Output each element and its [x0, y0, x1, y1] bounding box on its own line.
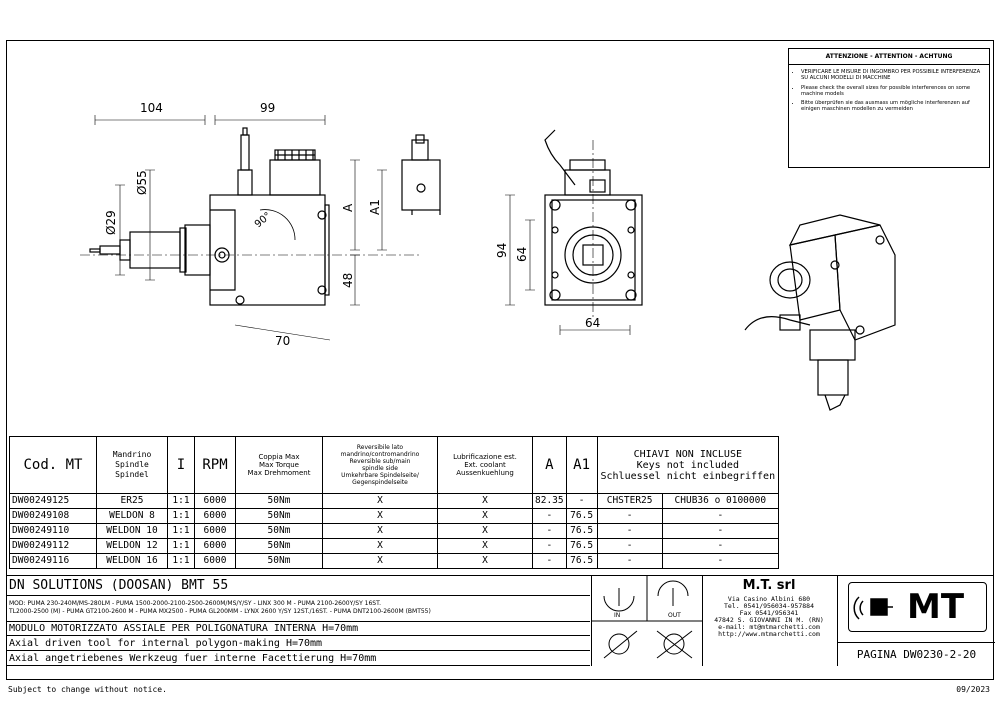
attention-note-it: VERIFICARE LE MISURE DI INGOMBRO PER POS… [801, 69, 985, 81]
header-a1: A1 [565, 436, 598, 494]
table-header-row: Cod. MT Mandrino Spindle Spindel I RPM C… [9, 436, 780, 494]
attention-title: ATTENZIONE - ATTENTION - ACHTUNG [789, 49, 989, 66]
attention-note-en: Please check the overall sizes for possi… [801, 85, 985, 97]
footer-note: Subject to change without notice. [8, 685, 167, 694]
drawing-frame [6, 40, 994, 680]
table-row: DW00249116 WELDON 16 1:1 6000 50Nm X X -… [9, 553, 780, 569]
attention-box: ATTENZIONE - ATTENTION - ACHTUNG VERIFIC… [788, 48, 990, 168]
dim-94: 94 [495, 243, 509, 258]
dim-70: 70 [275, 334, 290, 348]
header-a: A [532, 436, 567, 494]
machine-name: DN SOLUTIONS (DOOSAN) BMT 55 [6, 576, 590, 596]
attention-note-de: Bitte überprüfen sie das ausmass um mögl… [801, 100, 985, 112]
table-row: DW00249112 WELDON 12 1:1 6000 50Nm X X -… [9, 538, 780, 554]
rotation-out-icon [657, 580, 689, 597]
footer-date: 09/2023 [956, 685, 990, 694]
dim-48: 48 [341, 273, 355, 288]
title-block: DN SOLUTIONS (DOOSAN) BMT 55 MOD: PUMA 2… [6, 575, 995, 666]
header-code: Cod. MT [9, 436, 97, 494]
dim-a: A [341, 203, 355, 212]
table-row: DW00249110 WELDON 10 1:1 6000 50Nm X X -… [9, 523, 780, 539]
description-it: MODULO MOTORIZZATO ASSIALE PER POLIGONAT… [6, 622, 590, 636]
description-de: Axial angetriebenes Werkzeug fuer intern… [6, 651, 590, 666]
page-number: PAGINA DW0230-2-20 [838, 642, 995, 667]
company-name: M.T. srl [742, 578, 796, 593]
spec-table: Cod. MT Mandrino Spindle Spindel I RPM C… [9, 436, 780, 569]
header-coolant: Lubrificazione est. Ext. coolant Aussenk… [437, 436, 533, 494]
table-row: DW00249125 ER25 1:1 6000 50Nm X X 82.35 … [9, 493, 780, 509]
dim-a1: A1 [368, 199, 382, 215]
logo-text: MT [907, 587, 965, 627]
dim-64-horizontal: 64 [585, 316, 600, 330]
dim-99: 99 [260, 101, 275, 115]
dim-diameter-29: Ø29 [104, 210, 118, 235]
dim-90-degrees: 90° [253, 210, 274, 230]
company-address: Via Casino Albini 680 [727, 595, 811, 603]
header-reversible: Reversibile lato mandrino/contromandrino… [322, 436, 438, 494]
company-info: M.T. srl Via Casino Albini 680 Tel. 0541… [702, 576, 836, 666]
rotation-icons: IN OUT [592, 576, 702, 659]
header-spindle: Mandrino Spindle Spindel [96, 436, 168, 494]
logo-symbol-icon [853, 596, 893, 620]
company-email: e-mail: mt@mtmarchetti.com [718, 623, 820, 631]
dim-104: 104 [140, 101, 163, 115]
machine-models: MOD: PUMA 230-240M/MS-280LM - PUMA 1500-… [6, 596, 590, 622]
front-view [544, 129, 643, 306]
rotation-in-icon [603, 595, 635, 612]
title-text-box: DN SOLUTIONS (DOOSAN) BMT 55 MOD: PUMA 2… [6, 576, 590, 666]
logo-box: MT PAGINA DW0230-2-20 [837, 576, 995, 666]
dim-64-vertical: 64 [515, 247, 529, 262]
description-en: Axial driven tool for internal polygon-m… [6, 636, 590, 651]
gear-out-icon [663, 633, 685, 655]
company-fax: Fax 0541/956341 [739, 609, 799, 617]
company-tel: Tel. 0541/956034-957884 [723, 602, 814, 610]
isometric-view [744, 214, 896, 411]
header-keys: CHIAVI NON INCLUSE Keys not included Sch… [596, 436, 780, 494]
mt-logo: MT [848, 582, 987, 632]
company-web: http://www.mtmarchetti.com [718, 630, 820, 638]
out-label: OUT [668, 612, 681, 619]
dim-diameter-55: Ø55 [135, 170, 149, 195]
header-torque: Coppia Max Max Torque Max Drehmoment [235, 436, 323, 494]
in-label: IN [614, 612, 620, 619]
table-row: DW00249108 WELDON 8 1:1 6000 50Nm X X - … [9, 508, 780, 524]
gear-in-icon [608, 633, 630, 655]
header-rpm: RPM [194, 436, 236, 494]
side-view [89, 127, 330, 306]
section-view [401, 134, 441, 215]
direction-symbols: IN OUT [591, 576, 703, 666]
header-ratio: I [167, 436, 195, 494]
company-city: 47842 S. GIOVANNI IN M. (RN) [714, 616, 824, 624]
